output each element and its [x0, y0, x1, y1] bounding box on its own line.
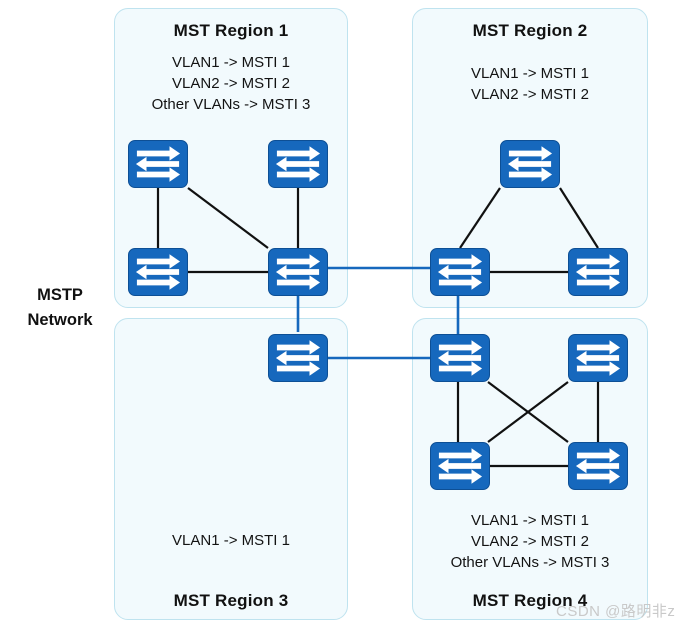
network-switch-icon: [507, 146, 553, 182]
network-switch-icon: [575, 448, 621, 484]
csdn-watermark: CSDN @路明非z: [556, 603, 676, 620]
switch-r4-bottom-right[interactable]: [568, 442, 628, 490]
switch-r2-bottom-right[interactable]: [568, 248, 628, 296]
switch-r4-top-left[interactable]: [430, 334, 490, 382]
switch-r1-top-right[interactable]: [268, 140, 328, 188]
region-3-title: MST Region 3: [173, 591, 289, 610]
network-switch-icon: [437, 254, 483, 290]
switch-r1-bottom-left[interactable]: [128, 248, 188, 296]
region-2-title: MST Region 2: [472, 21, 588, 40]
switch-r4-top-right[interactable]: [568, 334, 628, 382]
region-1-title: MST Region 1: [173, 21, 289, 40]
region-1-vlan-mappings: VLAN1 -> MSTI 1 VLAN2 -> MSTI 2 Other VL…: [151, 54, 311, 113]
network-switch-icon: [135, 146, 181, 182]
switch-r3-main[interactable]: [268, 334, 328, 382]
region-4-title: MST Region 4: [472, 591, 588, 610]
switch-r2-top[interactable]: [500, 140, 560, 188]
switch-r4-bottom-left[interactable]: [430, 442, 490, 490]
region-3-vlan-mappings: VLAN1 -> MSTI 1: [172, 532, 290, 549]
network-switch-icon: [135, 254, 181, 290]
network-switch-icon: [275, 254, 321, 290]
network-switch-icon: [575, 340, 621, 376]
network-switch-icon: [575, 254, 621, 290]
network-switch-icon: [437, 340, 483, 376]
network-switch-icon: [275, 146, 321, 182]
switch-r2-bottom-left[interactable]: [430, 248, 490, 296]
mstp-network-label: MSTP Network: [27, 286, 93, 329]
network-switch-icon: [275, 340, 321, 376]
network-switch-icon: [437, 448, 483, 484]
region-4-vlan-mappings: VLAN1 -> MSTI 1 VLAN2 -> MSTI 2 Other VL…: [450, 512, 610, 571]
region-2-vlan-mappings: VLAN1 -> MSTI 1 VLAN2 -> MSTI 2: [471, 65, 589, 103]
switch-r1-top-left[interactable]: [128, 140, 188, 188]
switch-r1-bottom-right[interactable]: [268, 248, 328, 296]
